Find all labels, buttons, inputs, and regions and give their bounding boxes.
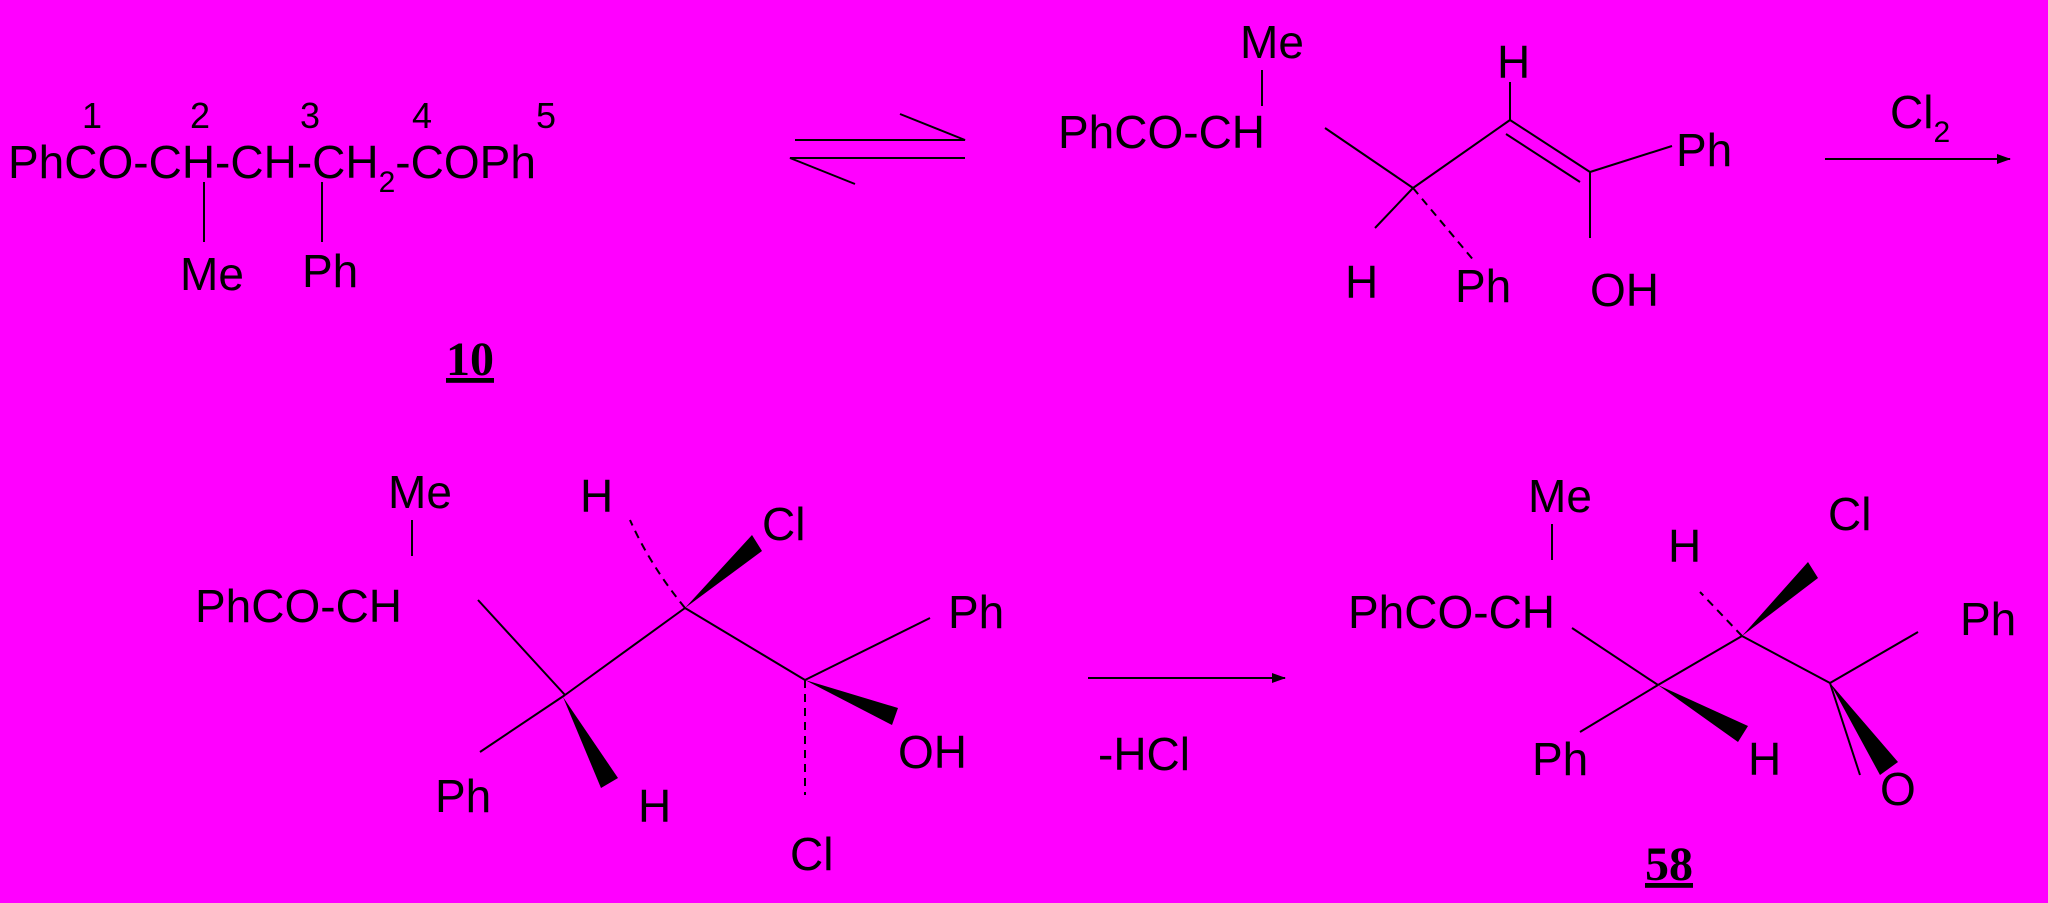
bond-c3-c4 — [1657, 635, 1743, 686]
locant-2: 2 — [190, 95, 210, 136]
chlorohydrin-ph-left: Ph — [435, 770, 491, 822]
enol-h-top: H — [1497, 36, 1530, 88]
hashed-bond-c4-h — [629, 519, 686, 609]
epoxide-o: O — [1880, 763, 1916, 815]
phenyl-label: Ph — [302, 245, 358, 297]
equilibrium-arrows — [789, 113, 966, 185]
compound-number-58: 58 — [1645, 838, 1693, 891]
bond-ch-c3 — [1324, 127, 1414, 189]
compound-number-10: 10 — [446, 333, 494, 386]
bond-c3-ph — [479, 694, 566, 753]
wedge-c3-h — [563, 697, 618, 788]
hcl-elimination-label: -HCl — [1098, 728, 1190, 780]
chlorohydrin-me: Me — [388, 466, 452, 518]
epoxide-58: Me PhCO-CH H Cl Ph Ph H O 58 — [1348, 470, 2016, 891]
epoxide-h-bottom: H — [1748, 733, 1781, 785]
equilibrium-arrow-reverse — [789, 157, 965, 185]
bond-c5-ph — [804, 617, 931, 681]
chlorohydrin-ph-right: Ph — [948, 586, 1004, 638]
wedge-c5-oh — [805, 680, 898, 725]
wedge-c4-cl — [1742, 562, 1818, 636]
step-2-arrow: -HCl — [1088, 673, 1286, 780]
compound-10: PhCO-CH-CH-CH2-COPh 1 2 3 4 5 Me Ph 10 — [8, 95, 556, 386]
epoxide-ph-left: Ph — [1532, 733, 1588, 785]
locant-4: 4 — [412, 95, 432, 136]
hashed-bond-c4-h — [1699, 591, 1743, 637]
chlorohydrin-h-bottom: H — [638, 780, 671, 832]
bond-c4-c5-double-a — [1509, 119, 1591, 173]
chlorohydrin-oh: OH — [898, 726, 967, 778]
bond-c5-o — [1829, 682, 1861, 776]
epoxide-phcoch: PhCO-CH — [1348, 586, 1555, 638]
compound-10-chain: PhCO-CH-CH-CH2-COPh — [8, 136, 536, 199]
chlorohydrin-intermediate: Me PhCO-CH H Cl Ph OH Cl Ph H — [195, 466, 1004, 880]
bond-ch-c3 — [477, 599, 566, 696]
locant-3: 3 — [300, 95, 320, 136]
chlorine-reagent-label: Cl2 — [1890, 86, 1950, 149]
enol-oh: OH — [1590, 264, 1659, 316]
locant-5: 5 — [536, 95, 556, 136]
bond-c5-ph — [1589, 145, 1673, 173]
epoxide-ph-right: Ph — [1960, 593, 2016, 645]
epoxide-h-top: H — [1668, 520, 1701, 572]
enol-h-left: H — [1345, 256, 1378, 308]
methyl-label: Me — [180, 248, 244, 300]
enol-intermediate: PhCO-CH Me H Ph H Ph OH — [1058, 16, 1732, 316]
enol-ph-bottom: Ph — [1455, 260, 1511, 312]
bond-c5-ph — [1829, 631, 1919, 684]
bond-c3-ph — [1579, 684, 1659, 733]
bond-ch-c3 — [1571, 627, 1659, 686]
step-1-arrow: Cl2 — [1825, 86, 2011, 164]
bond-c3-h — [1374, 187, 1414, 229]
epoxide-cl-top: Cl — [1828, 488, 1871, 540]
bond-c4-c5-double-b — [1505, 133, 1581, 183]
bond-c4-c5 — [1741, 635, 1831, 684]
wedge-c4-cl — [685, 535, 762, 608]
wedge-c3-h — [1658, 685, 1748, 742]
locant-1: 1 — [82, 95, 102, 136]
bond-c4-c5 — [684, 607, 806, 681]
chlorohydrin-cl-top: Cl — [762, 498, 805, 550]
bond-c3-ph-hashed — [1412, 187, 1476, 263]
equilibrium-arrow-forward — [795, 113, 966, 141]
wedge-c5-o — [1830, 683, 1898, 775]
chlorohydrin-cl-bottom: Cl — [790, 828, 833, 880]
enol-ph-right: Ph — [1676, 124, 1732, 176]
chlorohydrin-h-top: H — [580, 470, 613, 522]
bond-c3-c4 — [564, 607, 686, 696]
epoxide-me: Me — [1528, 470, 1592, 522]
chlorohydrin-phcoch: PhCO-CH — [195, 580, 402, 632]
bond-c3-c4 — [1412, 119, 1511, 189]
enol-phcoch: PhCO-CH — [1058, 106, 1265, 158]
enol-me: Me — [1240, 16, 1304, 68]
